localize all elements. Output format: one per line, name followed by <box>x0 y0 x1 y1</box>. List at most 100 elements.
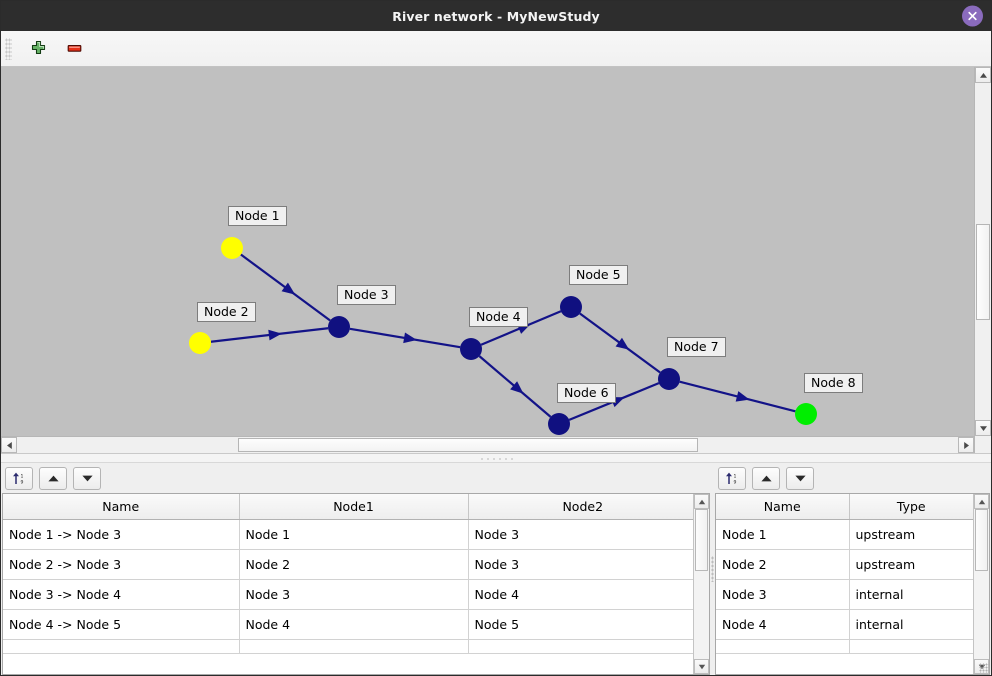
table-cell[interactable]: Node 2 -> Node 3 <box>3 549 240 580</box>
table-cell[interactable] <box>468 639 694 654</box>
nodes-vertical-scrollbar[interactable] <box>973 494 989 674</box>
canvas-horizontal-scrollbar[interactable] <box>1 436 974 453</box>
graph-node-node-2[interactable] <box>189 332 211 354</box>
graph-canvas-row: Node 1 Node 2 Node 3 Node 4 Node 5 Node 6 Node… <box>1 67 991 436</box>
splitter-grip <box>479 456 513 460</box>
toolbar-grip[interactable] <box>5 37 12 60</box>
nodes-scroll-up-button[interactable] <box>974 494 989 509</box>
scroll-left-button[interactable] <box>1 437 17 453</box>
reaches-vscroll-thumb[interactable] <box>695 509 709 571</box>
canvas-vscroll-track[interactable] <box>975 83 991 420</box>
nodes-toolbar: 1 9 <box>714 463 991 493</box>
table-cell[interactable]: upstream <box>849 549 973 580</box>
table-row[interactable] <box>3 639 694 654</box>
scroll-up-button[interactable] <box>975 67 991 83</box>
reaches-toolbar: 1 9 <box>1 463 711 493</box>
node-label-node-7[interactable]: Node 7 <box>667 337 726 358</box>
scroll-down-button[interactable] <box>975 420 991 436</box>
node-label-node-8[interactable]: Node 8 <box>804 373 863 394</box>
table-cell[interactable]: internal <box>849 609 973 640</box>
reaches-move-down-button[interactable] <box>73 466 101 490</box>
table-row[interactable] <box>716 639 973 654</box>
table-cell[interactable]: Node 2 <box>716 549 850 580</box>
node-label-node-2[interactable]: Node 2 <box>197 302 256 323</box>
node-label-node-1[interactable]: Node 1 <box>228 206 287 227</box>
table-cell[interactable]: Node 1 -> Node 3 <box>3 519 240 550</box>
table-cell[interactable]: Node 4 -> Node 5 <box>3 609 240 640</box>
column-header-type[interactable]: Type <box>849 494 973 520</box>
river-network-canvas[interactable]: Node 1 Node 2 Node 3 Node 4 Node 5 Node 6 Node… <box>1 67 974 436</box>
table-cell[interactable]: Node 2 <box>239 549 469 580</box>
nodes-move-down-button[interactable] <box>786 466 814 490</box>
table-cell[interactable]: Node 1 <box>239 519 469 550</box>
canvas-hscroll-thumb[interactable] <box>238 438 698 452</box>
graph-node-node-1[interactable] <box>221 237 243 259</box>
table-cell[interactable] <box>239 639 469 654</box>
table-cell[interactable]: internal <box>849 579 973 610</box>
window-resize-grip[interactable] <box>979 663 989 673</box>
table-cell[interactable]: Node 4 <box>239 609 469 640</box>
reaches-vertical-scrollbar[interactable] <box>693 494 710 674</box>
nodes-sort-button[interactable]: 1 9 <box>718 466 746 490</box>
scroll-right-button[interactable] <box>958 437 974 453</box>
nodes-vscroll-thumb[interactable] <box>975 509 988 571</box>
graph-node-node-3[interactable] <box>328 316 350 338</box>
node-label-node-3[interactable]: Node 3 <box>337 285 396 306</box>
edge-arrowhead <box>510 381 524 394</box>
graph-node-node-6[interactable] <box>548 413 570 435</box>
vertical-splitter[interactable] <box>711 463 714 675</box>
table-cell[interactable]: Node 5 <box>468 609 694 640</box>
nodes-vscroll-track[interactable] <box>974 509 989 659</box>
canvas-vertical-scrollbar[interactable] <box>974 67 991 436</box>
horizontal-splitter[interactable] <box>1 453 991 463</box>
graph-node-node-8[interactable] <box>795 403 817 425</box>
nodes-move-up-button[interactable] <box>752 466 780 490</box>
table-cell[interactable]: upstream <box>849 519 973 550</box>
move-down-icon <box>794 475 806 481</box>
table-cell[interactable]: Node 3 <box>468 549 694 580</box>
close-button[interactable] <box>962 5 983 27</box>
column-header-node2[interactable]: Node2 <box>468 494 694 520</box>
add-node-icon <box>31 40 45 55</box>
remove-node-button[interactable] <box>61 36 87 62</box>
add-node-button[interactable] <box>25 36 51 62</box>
reaches-scroll-down-button[interactable] <box>694 659 710 674</box>
table-cell[interactable] <box>849 639 973 654</box>
node-label-node-5[interactable]: Node 5 <box>569 265 628 286</box>
table-cell[interactable]: Node 3 <box>239 579 469 610</box>
graph-node-node-7[interactable] <box>658 368 680 390</box>
nodes-pane: 1 9 <box>714 463 991 675</box>
canvas-vscroll-thumb[interactable] <box>976 224 990 320</box>
graph-node-node-5[interactable] <box>560 296 582 318</box>
table-cell[interactable]: Node 3 <box>468 519 694 550</box>
reaches-sort-button[interactable]: 1 9 <box>5 466 33 490</box>
node-label-node-4[interactable]: Node 4 <box>469 307 528 328</box>
reaches-scroll-up-button[interactable] <box>694 494 710 509</box>
table-cell[interactable] <box>716 639 850 654</box>
table-cell[interactable]: Node 3 -> Node 4 <box>3 579 240 610</box>
reaches-vscroll-track[interactable] <box>694 509 710 659</box>
table-cell[interactable]: Node 4 <box>468 579 694 610</box>
canvas-hscroll-track[interactable] <box>17 437 958 453</box>
node-label-node-6[interactable]: Node 6 <box>557 383 616 404</box>
table-cell[interactable]: Node 3 <box>716 579 850 610</box>
column-header-name[interactable]: Name <box>716 494 850 520</box>
table-cell[interactable] <box>3 639 240 654</box>
reaches-move-up-button[interactable] <box>39 466 67 490</box>
column-header-name[interactable]: Name <box>3 494 240 520</box>
column-header-node1[interactable]: Node1 <box>239 494 469 520</box>
graph-node-node-4[interactable] <box>460 338 482 360</box>
table-cell[interactable]: Node 4 <box>716 609 850 640</box>
reaches-pane: 1 9 <box>1 463 711 675</box>
table-cell[interactable]: Node 1 <box>716 519 850 550</box>
